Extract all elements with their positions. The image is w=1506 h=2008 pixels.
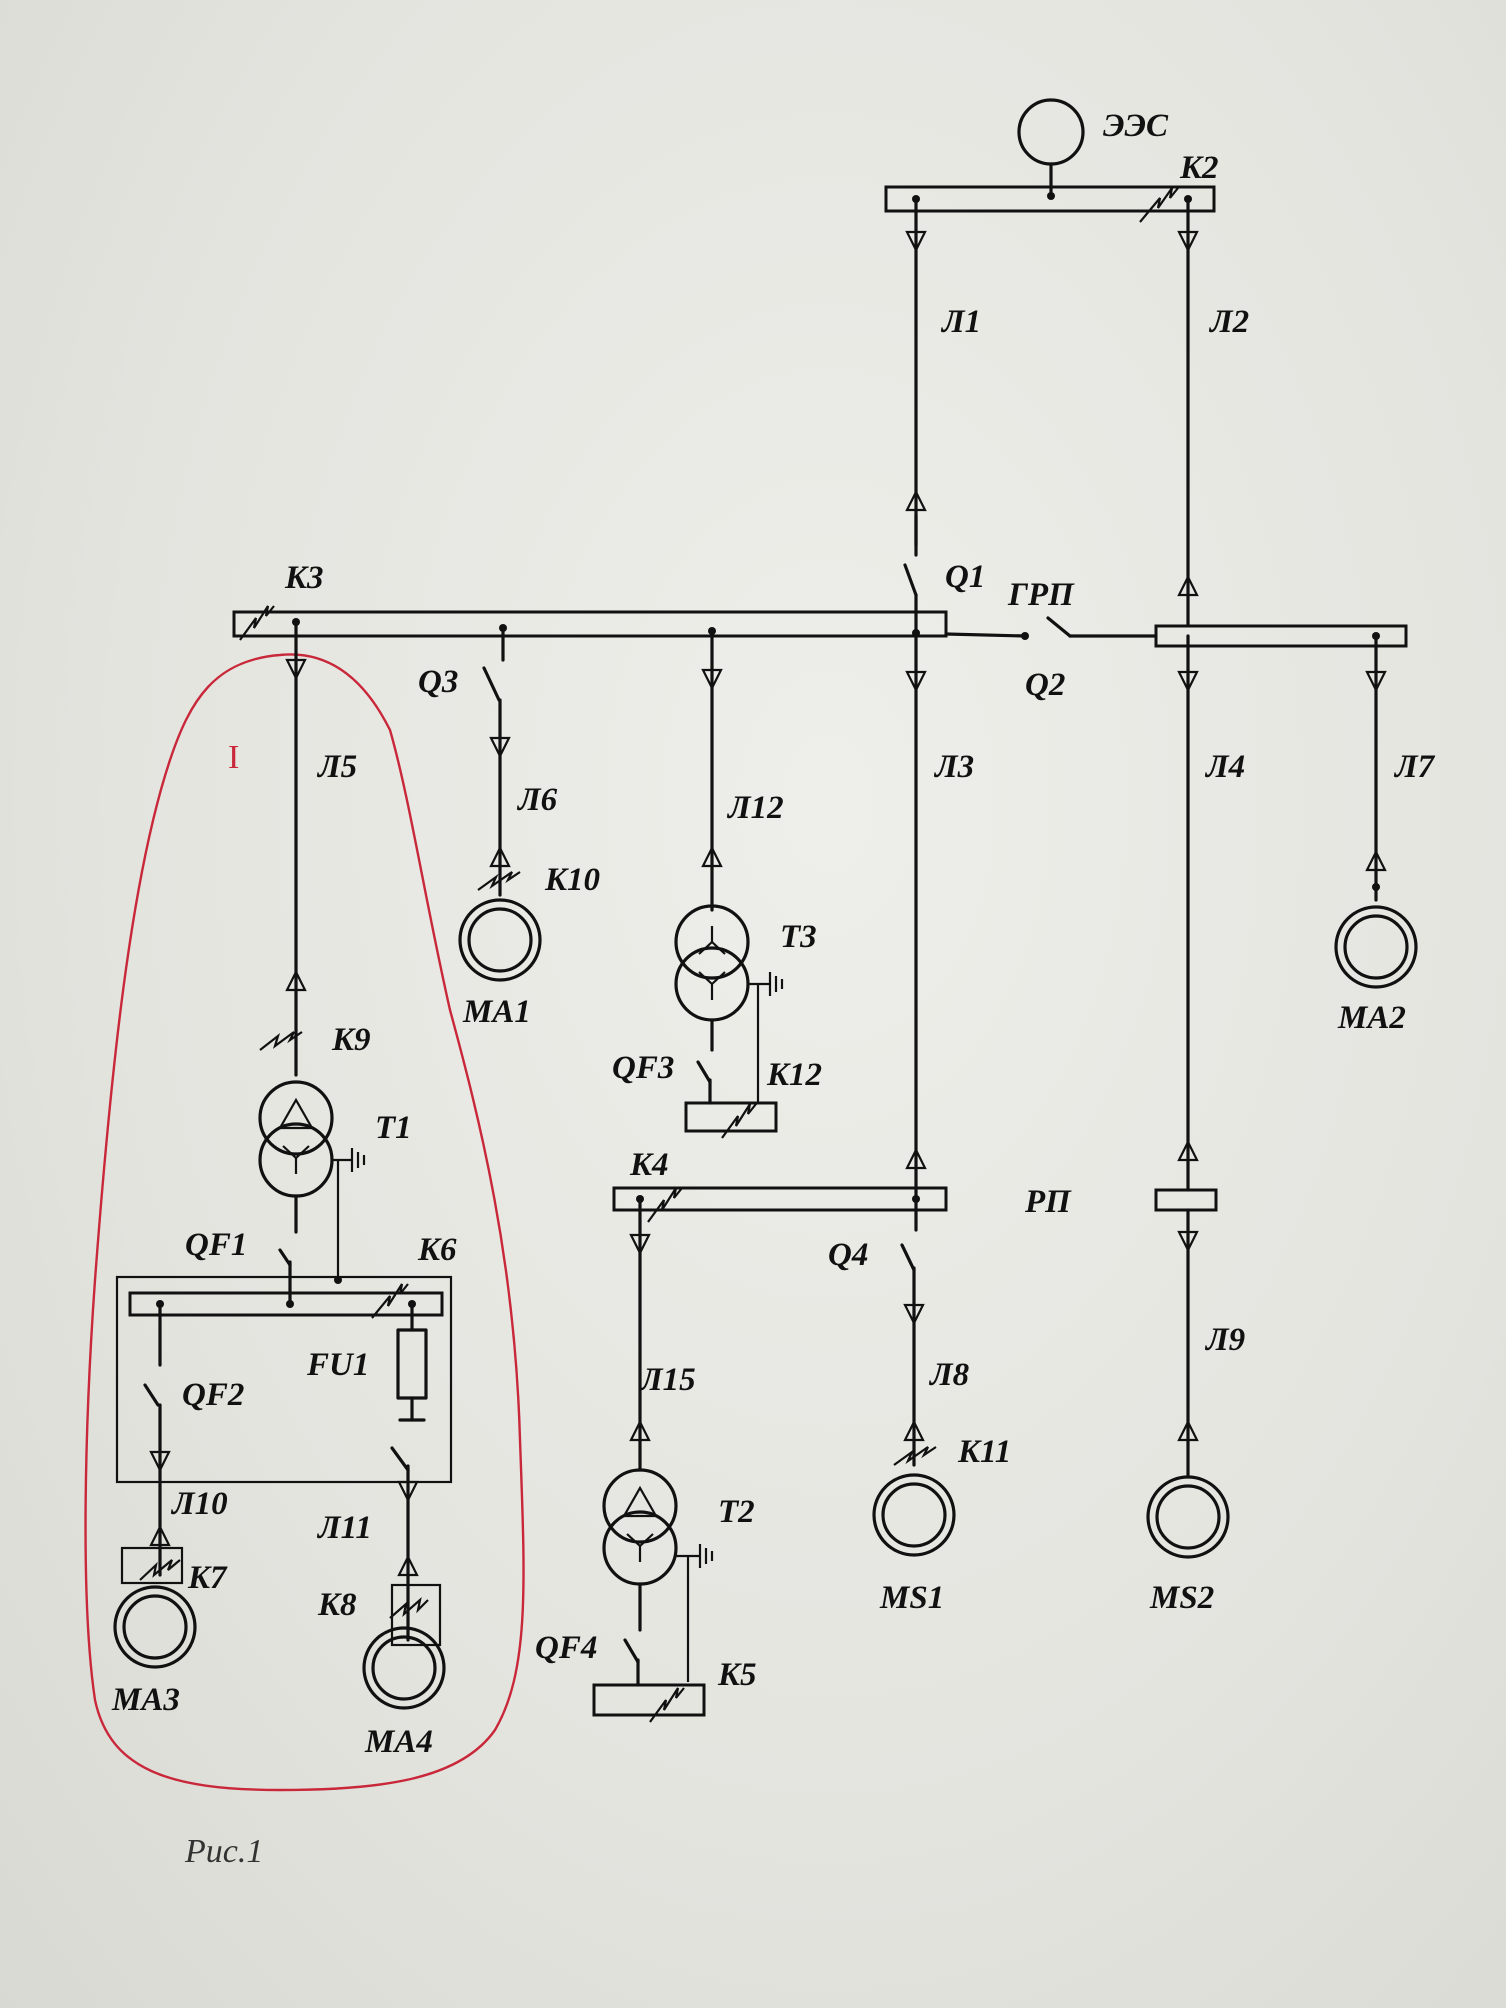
label-l12: Л12 bbox=[726, 790, 784, 826]
label-fu1: FU1 bbox=[306, 1347, 369, 1383]
label-ees: ЭЭС bbox=[1103, 108, 1169, 144]
transformer-t2 bbox=[602, 1468, 678, 1544]
label-grp: ГРП bbox=[1007, 577, 1075, 613]
label-l6: Л6 bbox=[516, 782, 558, 818]
region-outline bbox=[84, 653, 525, 1792]
label-l9: Л9 bbox=[1204, 1322, 1245, 1358]
label-t2: T2 bbox=[718, 1494, 755, 1530]
label-k7: K7 bbox=[187, 1560, 228, 1596]
label-k11: K11 bbox=[957, 1434, 1011, 1470]
fault-k11-icon bbox=[893, 1446, 937, 1466]
fuse-fu1 bbox=[396, 1328, 428, 1400]
fault-k10-icon bbox=[477, 871, 521, 891]
transformer-t1 bbox=[258, 1080, 334, 1156]
label-t1: T1 bbox=[375, 1110, 412, 1146]
figure-caption: Рис.1 bbox=[184, 1833, 263, 1870]
label-k6: K6 bbox=[417, 1232, 457, 1268]
rp-bus-left bbox=[612, 1186, 948, 1212]
label-ma2: MA2 bbox=[1337, 1000, 1406, 1036]
grp-bus-left bbox=[232, 610, 948, 638]
motor-ms2 bbox=[1146, 1475, 1230, 1559]
label-ma4: MA4 bbox=[364, 1724, 433, 1760]
motor-ma3 bbox=[113, 1585, 197, 1669]
bus-qf3 bbox=[684, 1101, 778, 1133]
label-qf1: QF1 bbox=[185, 1227, 247, 1263]
label-k9: K9 bbox=[331, 1022, 371, 1058]
label-l3: Л3 bbox=[933, 749, 974, 785]
label-qf3: QF3 bbox=[612, 1050, 674, 1086]
motor-ma2 bbox=[1334, 905, 1418, 989]
label-rp: РП bbox=[1024, 1184, 1072, 1220]
label-q4: Q4 bbox=[828, 1237, 868, 1273]
label-k10: K10 bbox=[544, 862, 600, 898]
label-k4: K4 bbox=[629, 1147, 669, 1183]
fault-k9-icon bbox=[259, 1031, 303, 1051]
label-l7: Л7 bbox=[1393, 749, 1436, 785]
ees-bus bbox=[884, 185, 1216, 213]
label-l10: Л10 bbox=[170, 1486, 228, 1522]
ees-source bbox=[1017, 98, 1085, 166]
label-q2: Q2 bbox=[1025, 667, 1065, 703]
rp-bus-right bbox=[1154, 1188, 1218, 1212]
label-q3: Q3 bbox=[418, 664, 458, 700]
label-l4: Л4 bbox=[1204, 749, 1245, 785]
label-t3: T3 bbox=[780, 919, 817, 955]
label-q1: Q1 bbox=[945, 559, 985, 595]
label-ms2: MS2 bbox=[1149, 1580, 1214, 1616]
motor-ma4 bbox=[362, 1626, 446, 1710]
label-qf2: QF2 bbox=[182, 1377, 244, 1413]
motor-ms1 bbox=[872, 1473, 956, 1557]
transformer-t3 bbox=[674, 904, 750, 980]
label-qf4: QF4 bbox=[535, 1630, 597, 1666]
label-l2: Л2 bbox=[1208, 304, 1249, 340]
switchgear-frame bbox=[115, 1275, 453, 1484]
label-l15: Л15 bbox=[638, 1362, 696, 1398]
fault-k6-icon bbox=[371, 1283, 409, 1319]
fault-k4-icon bbox=[647, 1187, 683, 1223]
label-ms1: MS1 bbox=[879, 1580, 944, 1616]
label-k5: K5 bbox=[717, 1657, 757, 1693]
label-k8: K8 bbox=[317, 1587, 357, 1623]
label-ma1: MA1 bbox=[462, 994, 531, 1030]
label-k12: K12 bbox=[766, 1057, 822, 1093]
label-l1: Л1 bbox=[940, 304, 981, 340]
fault-k3-icon bbox=[239, 605, 275, 641]
switchgear-bus bbox=[128, 1291, 444, 1317]
fault-k12-icon bbox=[721, 1103, 757, 1139]
label-l11: Л11 bbox=[316, 1510, 372, 1546]
fault-k2-icon bbox=[1139, 187, 1179, 223]
label-k2: K2 bbox=[1179, 150, 1219, 186]
fault-k5-icon bbox=[649, 1687, 685, 1723]
motor-ma1 bbox=[458, 898, 542, 982]
label-l5: Л5 bbox=[316, 749, 357, 785]
bus-qf4 bbox=[592, 1683, 706, 1717]
region-marker: I bbox=[228, 739, 239, 776]
label-k3: K3 bbox=[284, 560, 324, 596]
label-l8: Л8 bbox=[928, 1357, 969, 1393]
fault-k7-icon bbox=[139, 1559, 181, 1581]
fault-k8-icon bbox=[389, 1597, 429, 1619]
label-ma3: MA3 bbox=[111, 1682, 180, 1718]
grp-bus-right bbox=[1154, 624, 1408, 648]
